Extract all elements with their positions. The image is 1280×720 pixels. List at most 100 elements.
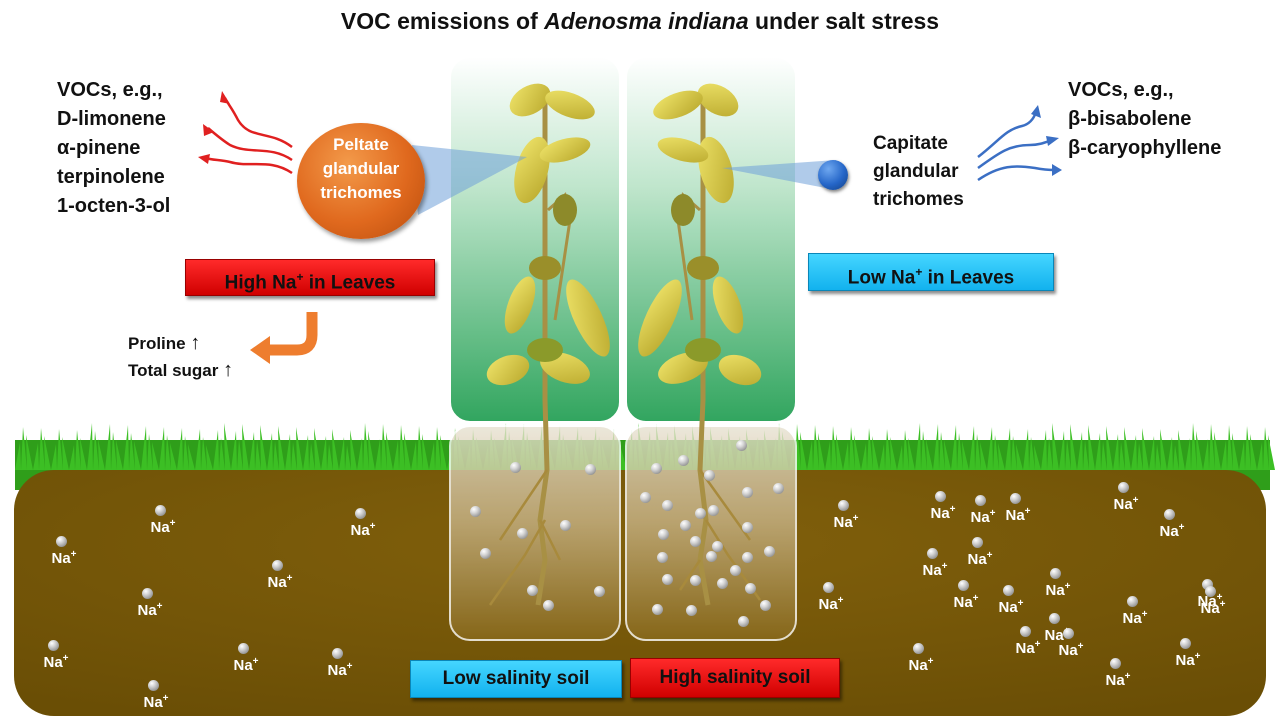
ion-label: Na+ (1005, 506, 1031, 524)
capitate-trichome-dot (818, 160, 848, 190)
capitate-magnifier-cone (722, 160, 836, 190)
sodium-ion: Na+ (915, 491, 971, 522)
sodium-ion: Na+ (1185, 586, 1241, 617)
root-zone-ion-dot (742, 552, 753, 563)
ion-ball-icon (355, 508, 366, 519)
ion-label: Na+ (1122, 609, 1148, 627)
left-root-panel (449, 425, 621, 641)
root-zone-ion-dot (764, 546, 775, 557)
sodium-ion: Na+ (1107, 596, 1163, 627)
ion-ball-icon (927, 548, 938, 559)
high-salinity-soil-box: High salinity soil (630, 658, 840, 698)
sodium-ion: Na+ (218, 643, 274, 674)
ion-ball-icon (155, 505, 166, 516)
ion-ball-icon (1010, 493, 1021, 504)
sodium-ion: Na+ (1160, 638, 1216, 669)
capitate-line: glandular (873, 161, 959, 182)
ion-label: Na+ (51, 549, 77, 567)
low-na-rest: in Leaves (922, 267, 1015, 289)
root-zone-ion-dot (680, 520, 691, 531)
effect-curved-arrow (268, 312, 318, 356)
high-na-leaves-box: High Na+ in Leaves (185, 259, 435, 296)
ion-ball-icon (913, 643, 924, 654)
ion-ball-icon (1020, 626, 1031, 637)
ion-ball-icon (272, 560, 283, 571)
peltate-line: trichomes (320, 183, 402, 202)
root-zone-ion-dot (730, 565, 741, 576)
root-zone-ion-dot (717, 578, 728, 589)
left-voc-item: 1-octen-3-ol (57, 195, 171, 217)
sodium-ion: Na+ (907, 548, 963, 579)
root-zone-ion-dot (594, 586, 605, 597)
ion-label: Na+ (1159, 522, 1185, 540)
sodium-ion: Na+ (893, 643, 949, 674)
ion-label: Na+ (1200, 599, 1226, 617)
root-zone-ion-dot (651, 463, 662, 474)
capitate-trichome-label: Capitate glandular trichomes (873, 130, 964, 214)
sodium-ion: Na+ (955, 495, 1011, 526)
left-plant (486, 83, 610, 606)
sodium-ion: Na+ (938, 580, 994, 611)
right-voc-list: VOCs, e.g., β-bisabolene β-caryophyllene (1068, 76, 1221, 163)
root-zone-ion-dot (736, 440, 747, 451)
title-suffix: under salt stress (748, 8, 940, 34)
root-zone-ion-dot (738, 616, 749, 627)
peltate-line: Peltate (333, 135, 389, 154)
root-zone-ion-dot (560, 520, 571, 531)
diagram-title: VOC emissions of Adenosma indiana under … (0, 8, 1280, 35)
ion-label: Na+ (233, 656, 259, 674)
ion-ball-icon (48, 640, 59, 651)
up-arrow-icon: ↑ (223, 359, 234, 381)
sodium-ion: Na+ (252, 560, 308, 591)
root-zone-ion-dot (773, 483, 784, 494)
left-voc-list: VOCs, e.g., D-limonene α-pinene terpinol… (57, 76, 170, 221)
root-zone-ion-dot (470, 506, 481, 517)
root-zone-ion-dot (760, 600, 771, 611)
ion-label: Na+ (1105, 671, 1131, 689)
root-zone-ion-dot (690, 575, 701, 586)
effects-list: Proline ↑ Total sugar ↑ (128, 330, 233, 384)
peltate-line: glandular (322, 159, 400, 178)
sodium-ion: Na+ (128, 680, 184, 711)
ion-ball-icon (56, 536, 67, 547)
root-zone-ion-dot (742, 522, 753, 533)
root-zone-ion-dot (658, 529, 669, 540)
sodium-ion: Na+ (1030, 568, 1086, 599)
root-zone-ion-dot (640, 492, 651, 503)
root-zone-ion-dot (678, 455, 689, 466)
ion-ball-icon (1118, 482, 1129, 493)
sodium-ion: Na+ (36, 536, 92, 567)
sodium-ion: Na+ (312, 648, 368, 679)
sodium-ion: Na+ (818, 500, 874, 531)
ion-ball-icon (972, 537, 983, 548)
ion-label: Na+ (143, 693, 169, 711)
root-zone-ion-dot (686, 605, 697, 616)
title-species: Adenosma indiana (544, 8, 749, 34)
ion-label: Na+ (1015, 639, 1041, 657)
sodium-ion: Na+ (135, 505, 191, 536)
ion-label: Na+ (1058, 641, 1084, 659)
right-voc-arrows (977, 105, 1062, 182)
capitate-line: Capitate (873, 133, 948, 154)
ion-ball-icon (823, 582, 834, 593)
root-zone-ion-dot (662, 574, 673, 585)
effect-label: Total sugar (128, 361, 219, 380)
root-zone-ion-dot (708, 505, 719, 516)
ion-label: Na+ (1175, 651, 1201, 669)
sodium-ion: Na+ (335, 508, 391, 539)
ion-ball-icon (975, 495, 986, 506)
ion-ball-icon (1110, 658, 1121, 669)
root-zone-ion-dot (527, 585, 538, 596)
sodium-ion: Na+ (990, 493, 1046, 524)
up-arrow-icon: ↑ (190, 332, 201, 354)
effect-item: Total sugar ↑ (128, 357, 233, 384)
ion-ball-icon (1003, 585, 1014, 596)
root-zone-ion-dot (745, 583, 756, 594)
ion-ball-icon (1127, 596, 1138, 607)
ion-label: Na+ (833, 513, 859, 531)
ion-ball-icon (958, 580, 969, 591)
ion-ball-icon (838, 500, 849, 511)
root-zone-ion-dot (480, 548, 491, 559)
